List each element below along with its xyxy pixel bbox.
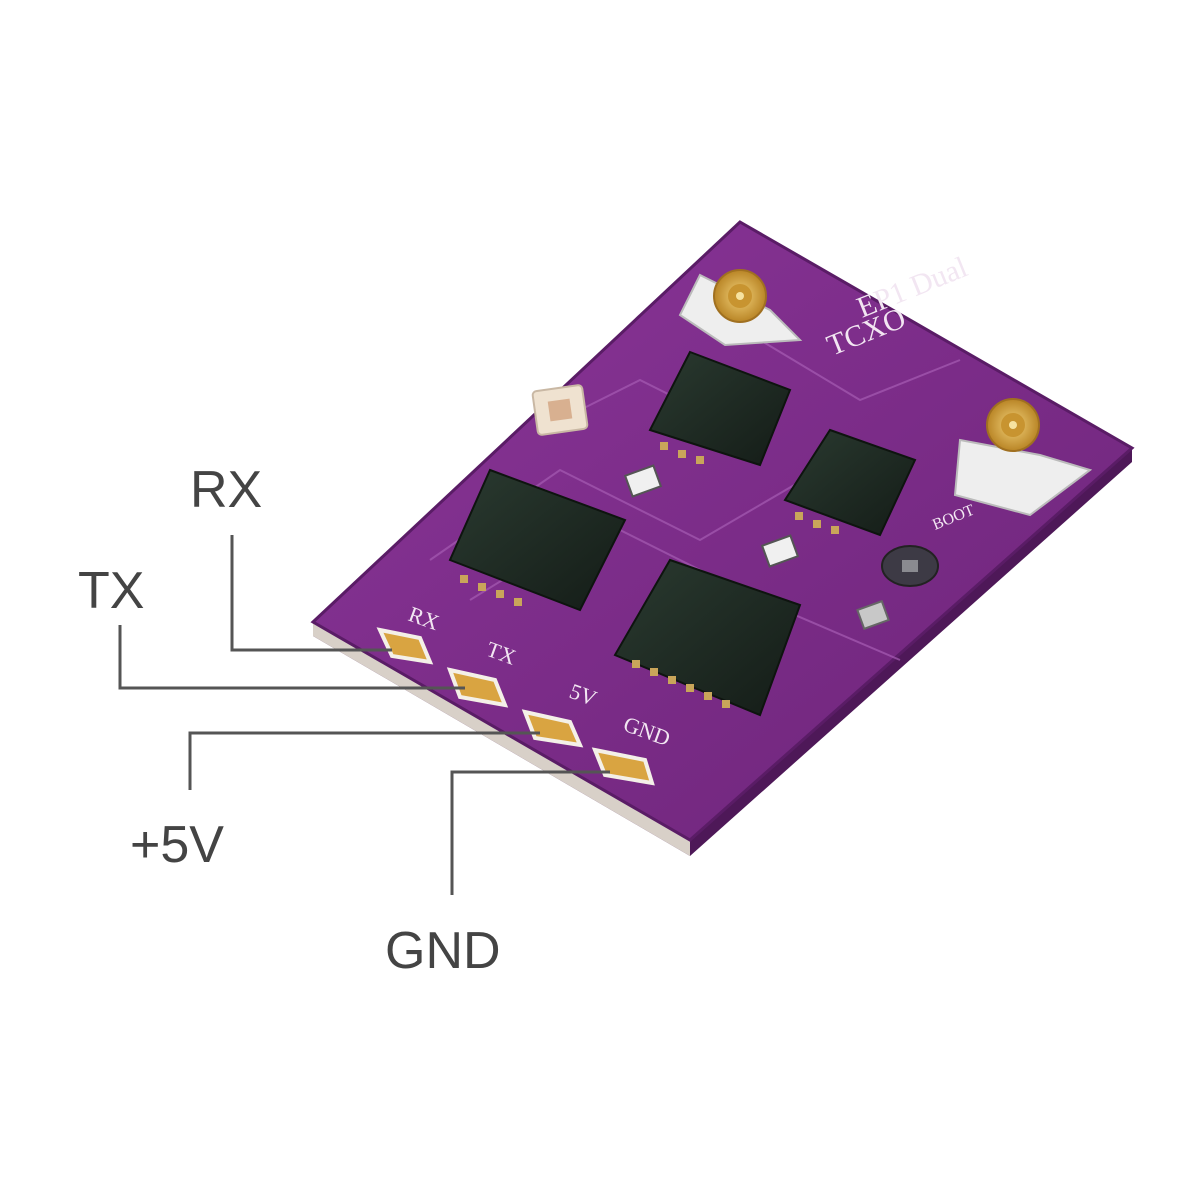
board-edge-light [313, 622, 690, 856]
antenna-connector-1 [678, 269, 803, 347]
antenna-connector-2 [953, 398, 1093, 517]
leader-5v [188, 731, 540, 790]
pcb-board [310, 220, 1135, 842]
label-5v: +5V [130, 816, 224, 874]
chip-right [783, 428, 917, 537]
solder-pads [376, 627, 655, 786]
button-icon [881, 545, 939, 587]
leader-tx [118, 625, 465, 690]
pad-5v [521, 709, 584, 748]
pad-gnd [591, 747, 655, 786]
leader-gnd [450, 770, 610, 895]
chip-bottom [613, 558, 802, 717]
passive-components [623, 464, 890, 631]
label-gnd: GND [385, 922, 501, 980]
leader-rx [230, 535, 392, 652]
label-tx: TX [78, 562, 144, 620]
led-icon [531, 384, 589, 436]
chip-top [648, 350, 792, 467]
label-rx: RX [190, 461, 262, 519]
chip-pins [460, 442, 839, 708]
chip-left [448, 468, 627, 612]
pad-rx [376, 627, 434, 665]
